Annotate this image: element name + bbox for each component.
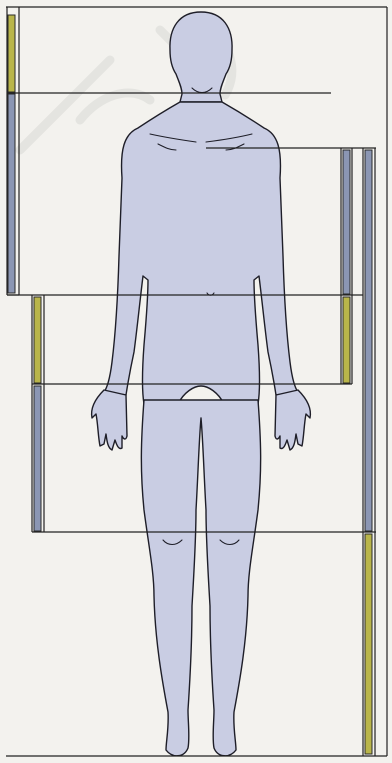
bar-head-olive — [8, 15, 15, 92]
torso-and-arms — [104, 102, 298, 404]
bar-hip-olive — [34, 297, 41, 383]
bar-upper-arm-slate — [343, 150, 350, 294]
bar-lower-leg-olive — [365, 534, 372, 754]
bar-upper-leg-slate — [365, 150, 372, 531]
bar-thigh-slate — [34, 386, 41, 531]
bar-torso-slate — [8, 94, 15, 293]
bar-forearm-olive — [343, 297, 350, 383]
